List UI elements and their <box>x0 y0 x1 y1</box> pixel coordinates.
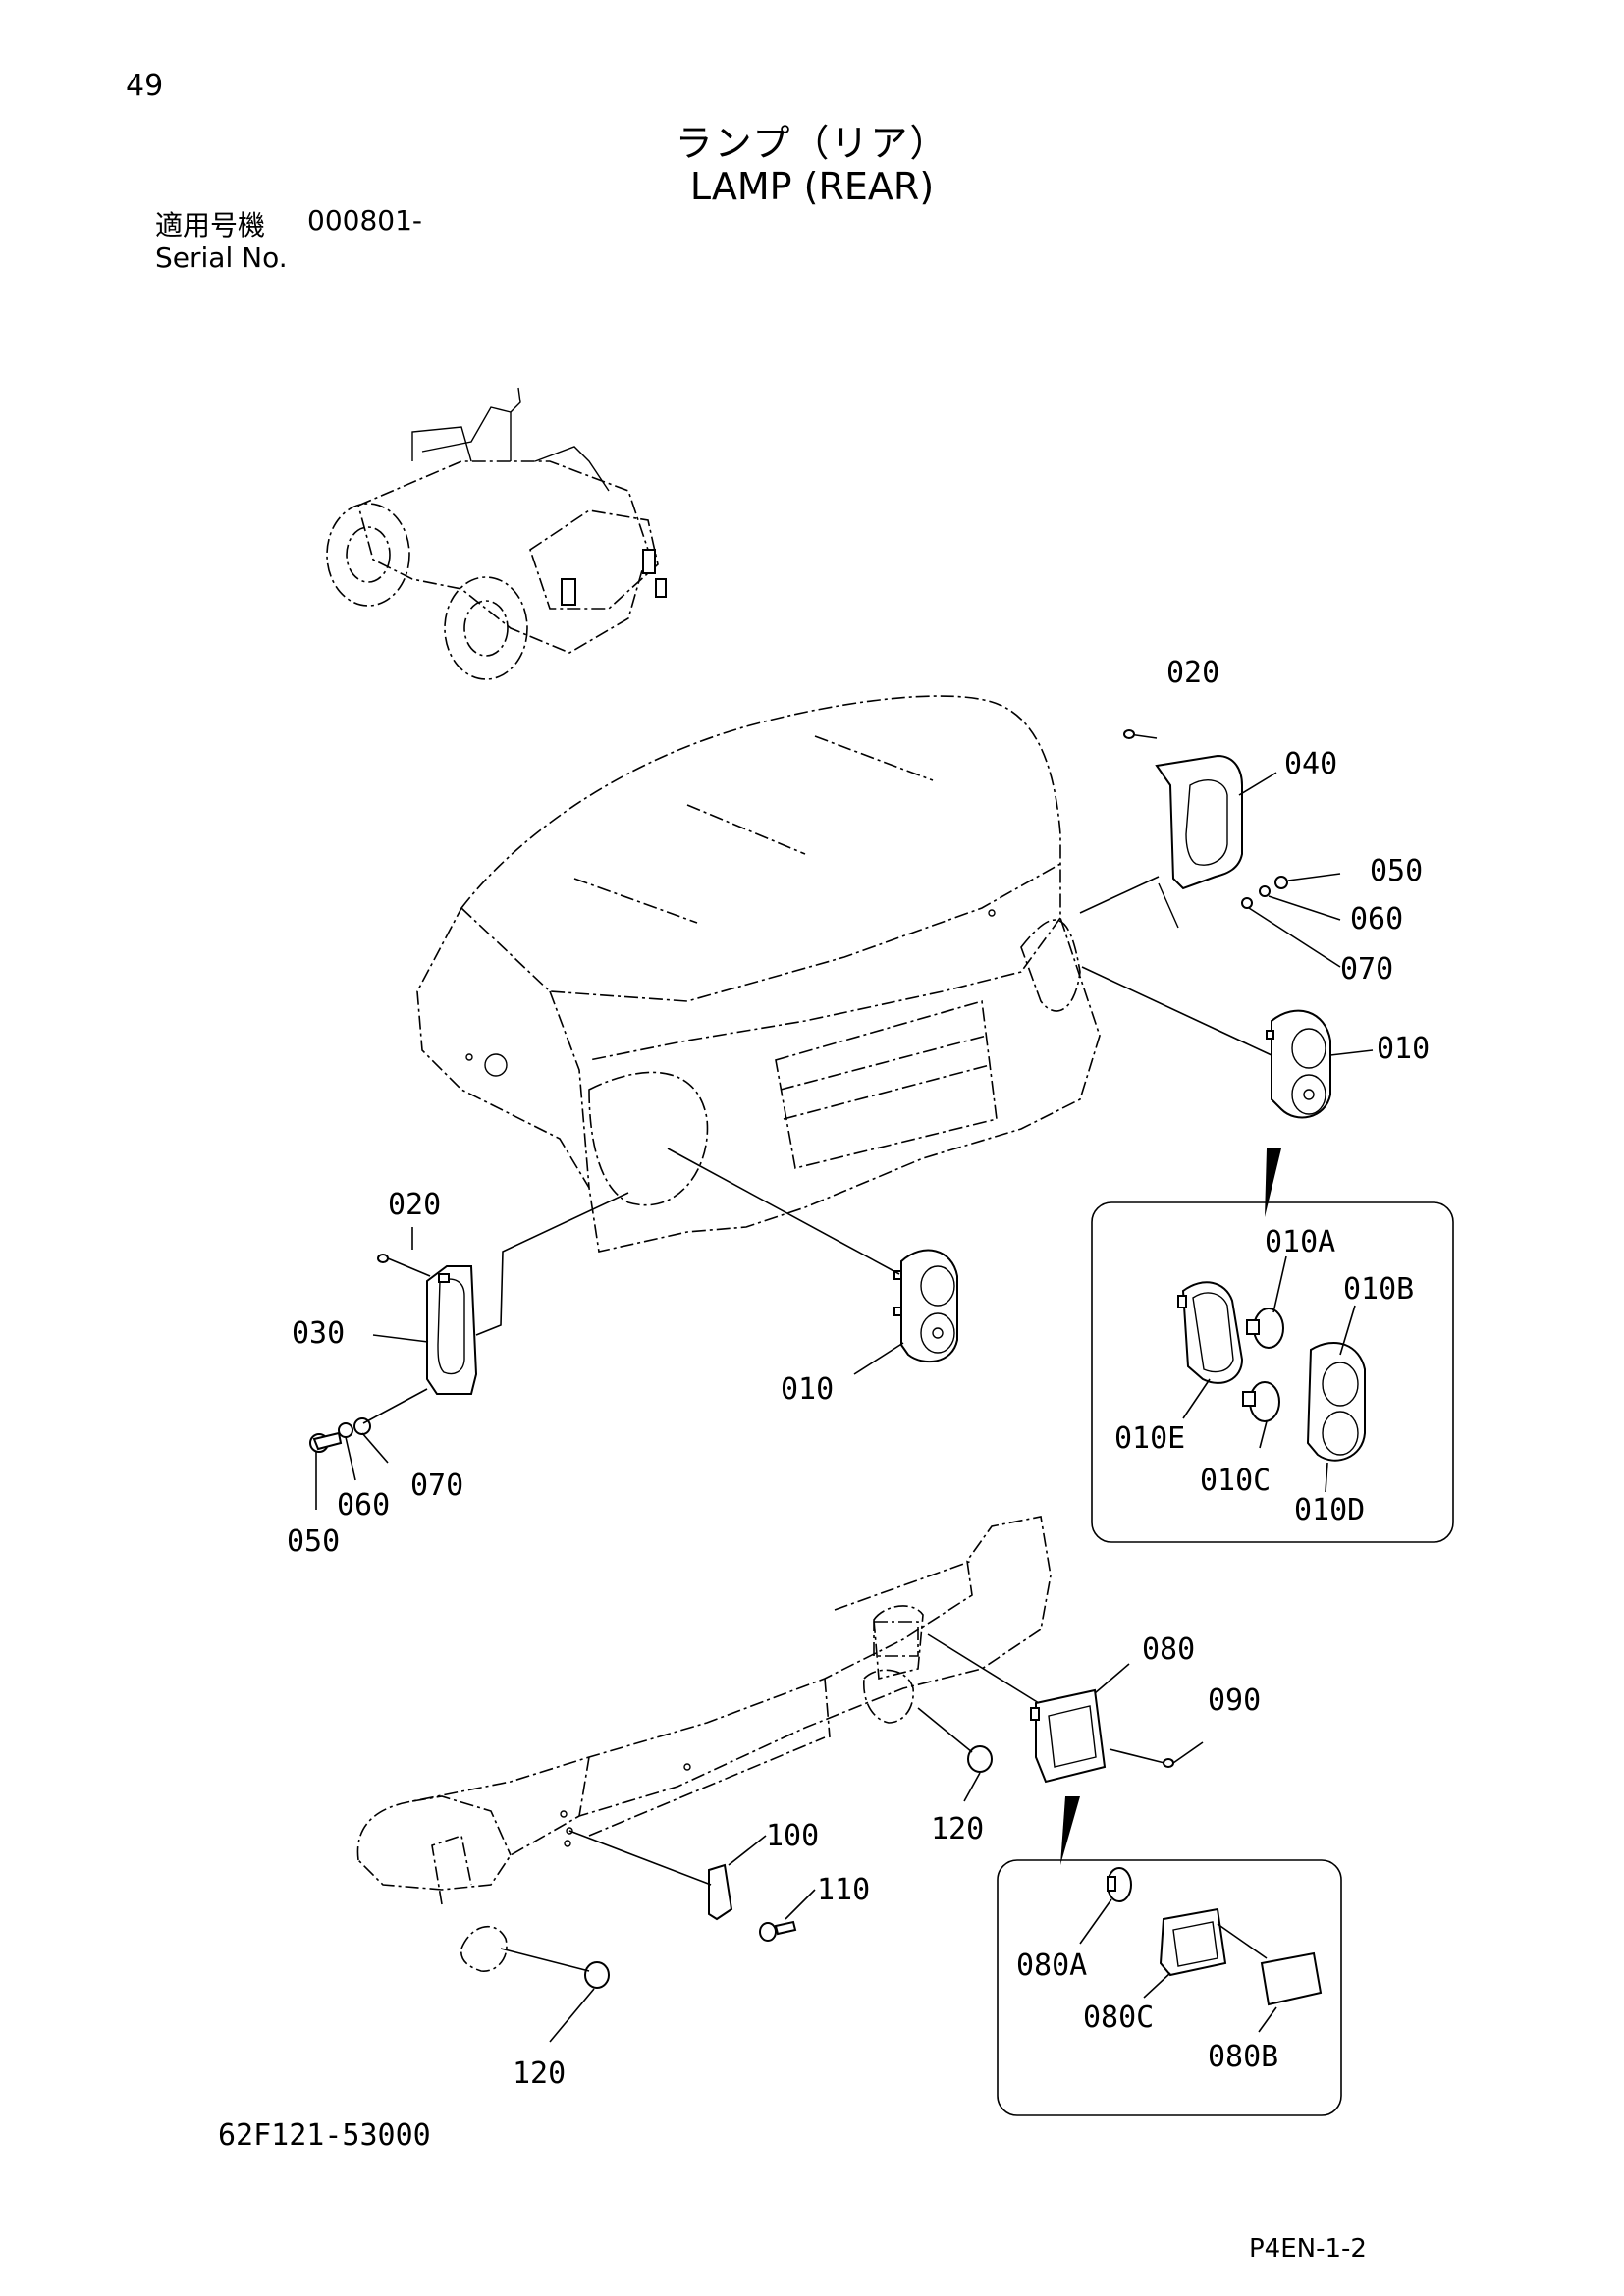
callout-070-top: 070 <box>1340 952 1393 987</box>
license-plate-lamp <box>927 1633 1204 1865</box>
right-lamp-bracket <box>1079 729 1341 968</box>
callout-060-left: 060 <box>337 1488 390 1522</box>
callout-030: 030 <box>292 1316 345 1351</box>
callout-080C: 080C <box>1083 2001 1154 2035</box>
callout-020-left: 020 <box>388 1188 441 1222</box>
rear-hood-outline <box>416 695 1101 1253</box>
serial-start-value: 000801- <box>307 204 422 237</box>
callout-010D: 010D <box>1294 1493 1365 1527</box>
drawing-number: 62F121-53000 <box>218 2118 431 2153</box>
callout-040: 040 <box>1284 747 1337 781</box>
page-title-japanese: ランプ（リア） <box>675 122 949 165</box>
page-code: P4EN-1-2 <box>1249 2234 1367 2264</box>
applicable-serial-label: 適用号機 <box>155 209 266 241</box>
serial-number-label: Serial No. <box>155 241 288 274</box>
callout-010-right: 010 <box>1377 1032 1430 1066</box>
callout-080: 080 <box>1142 1632 1195 1667</box>
plate-lamp-detail-box <box>997 1859 1342 2116</box>
left-lamp-bracket <box>309 1192 629 1510</box>
callout-050-top: 050 <box>1370 854 1423 888</box>
callout-010E: 010E <box>1114 1421 1185 1456</box>
callout-010-mid: 010 <box>781 1372 834 1407</box>
callout-110: 110 <box>817 1873 870 1907</box>
callout-090: 090 <box>1208 1683 1261 1718</box>
callout-050-left: 050 <box>287 1524 340 1559</box>
machine-overview-sketch <box>326 387 667 680</box>
callout-100: 100 <box>766 1819 819 1853</box>
callout-080A: 080A <box>1016 1949 1087 1983</box>
callout-060-top: 060 <box>1350 902 1403 936</box>
callout-010C: 010C <box>1200 1464 1271 1498</box>
callout-070-left: 070 <box>410 1468 463 1503</box>
page-title-english: LAMP (REAR) <box>689 165 935 208</box>
callout-080B: 080B <box>1208 2040 1278 2074</box>
callout-120-right: 120 <box>931 1812 984 1846</box>
left-rear-lamp <box>667 1148 958 1375</box>
callout-010B: 010B <box>1343 1272 1414 1307</box>
lamp-detail-box <box>1091 1201 1454 1543</box>
callout-020-top: 020 <box>1166 656 1219 690</box>
rear-bumper-outline <box>356 1516 1052 1972</box>
page-number: 49 <box>126 69 164 103</box>
right-rear-lamp <box>1081 966 1374 1217</box>
grommets-and-bracket <box>500 1707 993 2043</box>
callout-120-bottom: 120 <box>513 2056 566 2091</box>
callout-010A: 010A <box>1265 1225 1335 1259</box>
